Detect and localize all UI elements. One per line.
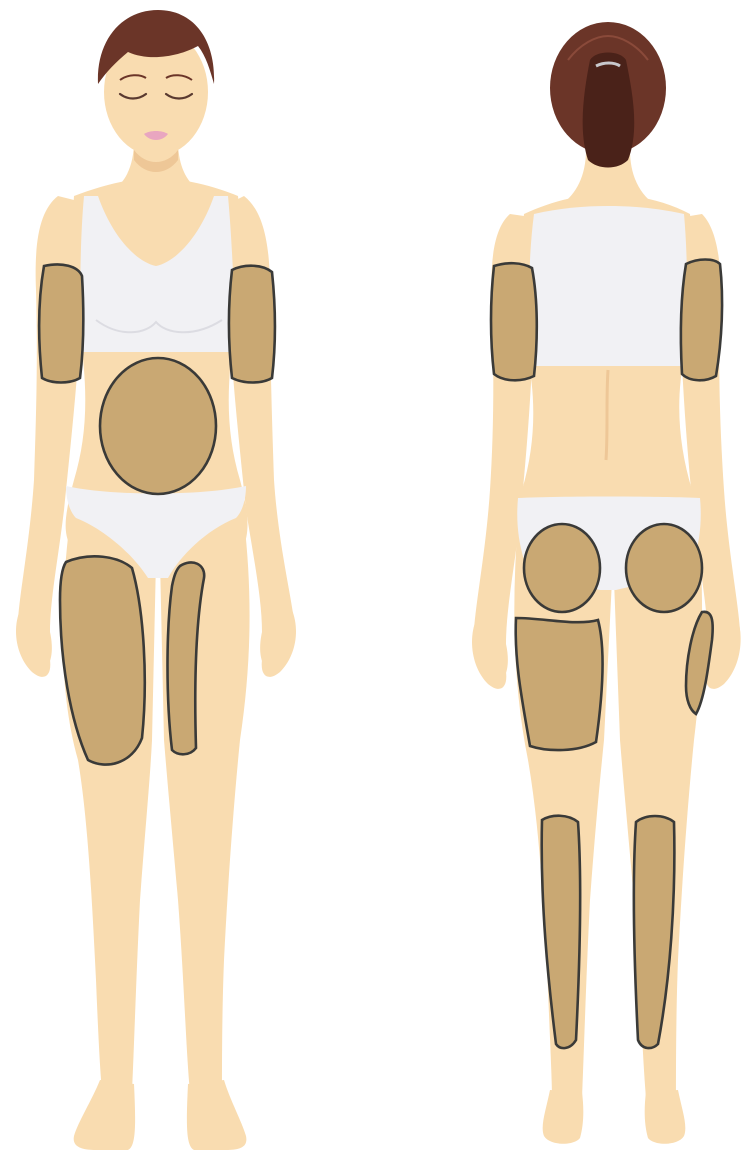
back-right-foot <box>645 1090 686 1144</box>
zone-front-right-upper-arm[interactable] <box>39 264 83 382</box>
front-left-hand <box>262 610 296 677</box>
back-left-hand <box>472 620 506 689</box>
front-left-foot <box>187 1080 246 1150</box>
zone-back-right-upper-arm[interactable] <box>681 260 722 381</box>
front-figure <box>16 10 296 1150</box>
back-figure <box>472 22 741 1144</box>
front-right-foot <box>74 1080 135 1150</box>
zone-back-left-buttock[interactable] <box>524 524 600 612</box>
back-bra <box>529 206 687 366</box>
back-ponytail <box>583 53 635 168</box>
zone-back-left-upper-arm[interactable] <box>491 263 537 380</box>
zone-front-left-upper-arm[interactable] <box>229 266 275 383</box>
zone-back-right-buttock[interactable] <box>626 524 702 612</box>
zone-back-left-thigh[interactable] <box>516 618 603 750</box>
back-spine <box>606 370 608 460</box>
front-right-hand <box>16 610 50 677</box>
zone-front-abdomen[interactable] <box>100 358 216 494</box>
zone-back-left-calf[interactable] <box>542 816 580 1048</box>
back-left-foot <box>543 1090 584 1144</box>
